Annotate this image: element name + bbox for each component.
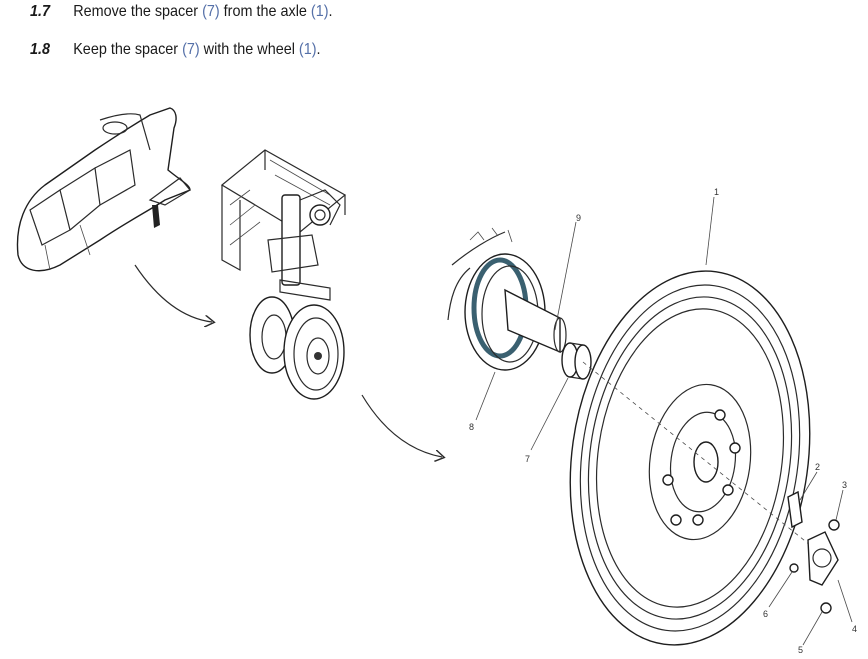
callout-7: 7 (525, 454, 530, 464)
helicopter-nose-illustration (16, 107, 191, 272)
arrow-to-gear (134, 264, 212, 322)
callout-3: 3 (842, 480, 847, 490)
step-text-part: Keep the spacer (73, 41, 183, 58)
hub-axle-illustration (447, 227, 567, 371)
callout-1: 1 (714, 187, 719, 197)
reference-axle-1: (1) (310, 3, 329, 20)
callout-8: 8 (469, 422, 474, 432)
landing-gear-illustration (220, 149, 347, 400)
callout-9: 9 (576, 213, 581, 223)
callout-leaders (475, 196, 853, 646)
callout-6: 6 (763, 609, 768, 619)
callout-4: 4 (852, 624, 857, 634)
step-text-part: with the wheel (199, 41, 299, 58)
step-text: Keep the spacer (7) with the wheel (1). (73, 41, 320, 59)
wheel-illustration (569, 270, 811, 646)
instruction-step-1-7: 1.7 Remove the spacer (7) from the axle … (30, 0, 333, 24)
callout-5: 5 (798, 645, 803, 655)
reference-wheel-1: (1) (298, 41, 317, 58)
step-text-part: Remove the spacer (73, 3, 203, 20)
instruction-step-1-8: 1.8 Keep the spacer (7) with the wheel (… (30, 38, 321, 62)
step-text-part: from the axle (219, 3, 311, 20)
step-text-part: . (316, 41, 321, 58)
step-number: 1.8 (30, 41, 51, 58)
step-number: 1.7 (30, 3, 51, 20)
arrow-to-wheel (361, 394, 442, 457)
step-text: Remove the spacer (7) from the axle (1). (73, 3, 332, 21)
hub-cap-hardware-illustration (787, 490, 840, 614)
reference-spacer-7: (7) (202, 3, 220, 20)
reference-spacer-7: (7) (182, 41, 200, 58)
step-text-part: . (328, 3, 333, 20)
spacer-illustration (561, 342, 592, 380)
callout-2: 2 (815, 462, 820, 472)
